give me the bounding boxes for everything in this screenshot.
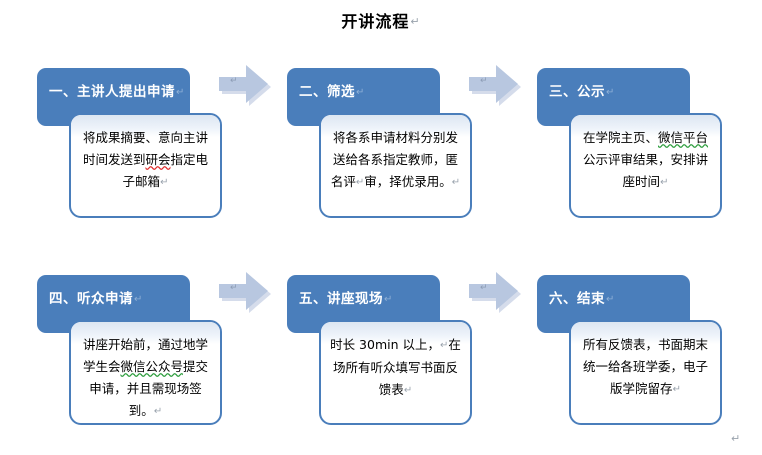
flow-step-body-text: 时长 30min 以上，↵在场所有听众填写书面反馈表↵ — [321, 322, 470, 402]
pilcrow-mark: ↵ — [410, 16, 421, 28]
pilcrow-mark: ↵ — [606, 294, 615, 305]
pilcrow-mark: ↵ — [403, 385, 413, 396]
grammar-underline: 微信平台 — [658, 130, 709, 145]
pilcrow-mark: ↵ — [356, 87, 365, 98]
flow-step-header-label: 四、听众申请↵ — [49, 291, 143, 306]
page-title: 开讲流程↵ — [0, 8, 762, 32]
flow-step-body-text: 所有反馈表，书面期末统一给各班学委，电子版学院留存↵ — [571, 322, 720, 401]
right-arrow-icon-glyph — [219, 272, 271, 313]
body-text-run: 讲座开始前，通过地学学生会 — [82, 337, 208, 374]
pilcrow-mark: ↵ — [480, 282, 488, 292]
pilcrow-mark: ↵ — [230, 282, 238, 292]
right-arrow-icon[interactable]: ↵ — [464, 266, 521, 313]
pilcrow-mark: ↵ — [176, 87, 185, 98]
pilcrow-mark: ↵ — [134, 294, 143, 305]
right-arrow-icon-glyph — [469, 272, 521, 313]
right-arrow-icon[interactable]: ↵ — [214, 59, 271, 106]
grammar-underline: 微信公众号 — [120, 359, 183, 374]
pilcrow-mark: ↵ — [230, 75, 238, 85]
pilcrow-mark: ↵ — [672, 384, 681, 395]
right-arrow-icon[interactable]: ↵ — [214, 266, 271, 313]
flow-step-body-2[interactable]: 将各系申请材料分别发送给各系指定教师，匿名评↵审，择优录用。↵ — [319, 113, 472, 218]
body-text-run: 所有反馈表，书面期末统一给各班学委，电子版学院留存 — [582, 337, 708, 396]
flow-step-header-label: 五、讲座现场↵ — [299, 291, 393, 306]
body-text-run: 指定电子邮箱 — [122, 152, 209, 189]
flow-step-body-3[interactable]: 在学院主页、微信平台公示评审结果，安排讲座时间↵ — [569, 113, 722, 218]
flow-step-header-label: 二、筛选↵ — [299, 84, 365, 99]
flow-step-header-label: 一、主讲人提出申请↵ — [49, 84, 185, 99]
flow-step-body-text: 将各系申请材料分别发送给各系指定教师，匿名评↵审，择优录用。↵ — [321, 115, 470, 194]
pilcrow-mark: ↵ — [451, 177, 461, 188]
flow-step-body-text: 将成果摘要、意向主讲时间发送到研会指定电子邮箱↵ — [71, 115, 220, 194]
spellcheck-underline: 研会 — [145, 152, 171, 167]
flow-step-body-4[interactable]: 讲座开始前，通过地学学生会微信公众号提交申请，并且需现场签到。↵ — [69, 320, 222, 425]
body-text-run: 将各系申请材料分别发送给各系指定教师，匿名评 — [330, 130, 458, 189]
body-text-run: 在场所有听众填写书面反馈表 — [332, 337, 461, 397]
flow-step-header-label: 六、结束↵ — [549, 291, 615, 306]
right-arrow-icon-glyph — [469, 65, 521, 106]
flow-step-body-6[interactable]: 所有反馈表，书面期末统一给各班学委，电子版学院留存↵ — [569, 320, 722, 425]
flow-step-body-text: 在学院主页、微信平台公示评审结果，安排讲座时间↵ — [571, 115, 720, 194]
pilcrow-mark: ↵ — [440, 340, 449, 351]
body-text-run: 将成果摘要、意向主讲时间发送到 — [82, 130, 208, 167]
flow-step-body-5[interactable]: 时长 30min 以上，↵在场所有听众填写书面反馈表↵ — [319, 320, 472, 425]
pilcrow-mark: ↵ — [731, 433, 741, 445]
flow-step-header-label: 三、公示↵ — [549, 84, 615, 99]
body-text-run: 审，择优录用。 — [364, 174, 452, 189]
flow-step-body-1[interactable]: 将成果摘要、意向主讲时间发送到研会指定电子邮箱↵ — [69, 113, 222, 218]
body-text-run: 提交申请，并且需现场签到。 — [89, 359, 209, 418]
body-text-run: 时长 30min 以上， — [330, 337, 441, 352]
page-title-text: 开讲流程 — [341, 14, 410, 31]
pilcrow-mark: ↵ — [160, 177, 169, 188]
pilcrow-mark: ↵ — [153, 406, 163, 417]
pilcrow-mark: ↵ — [606, 87, 615, 98]
right-arrow-icon-glyph — [219, 65, 271, 106]
body-text-run: 在学院主页、 — [582, 130, 658, 145]
body-text-run: 公示评审结果，安排讲座时间 — [582, 152, 708, 189]
right-arrow-icon[interactable]: ↵ — [464, 59, 521, 106]
pilcrow-mark: ↵ — [384, 294, 393, 305]
flow-step-body-text: 讲座开始前，通过地学学生会微信公众号提交申请，并且需现场签到。↵ — [71, 322, 220, 423]
pilcrow-mark: ↵ — [355, 177, 365, 188]
pilcrow-mark: ↵ — [660, 177, 669, 188]
pilcrow-mark: ↵ — [480, 75, 488, 85]
